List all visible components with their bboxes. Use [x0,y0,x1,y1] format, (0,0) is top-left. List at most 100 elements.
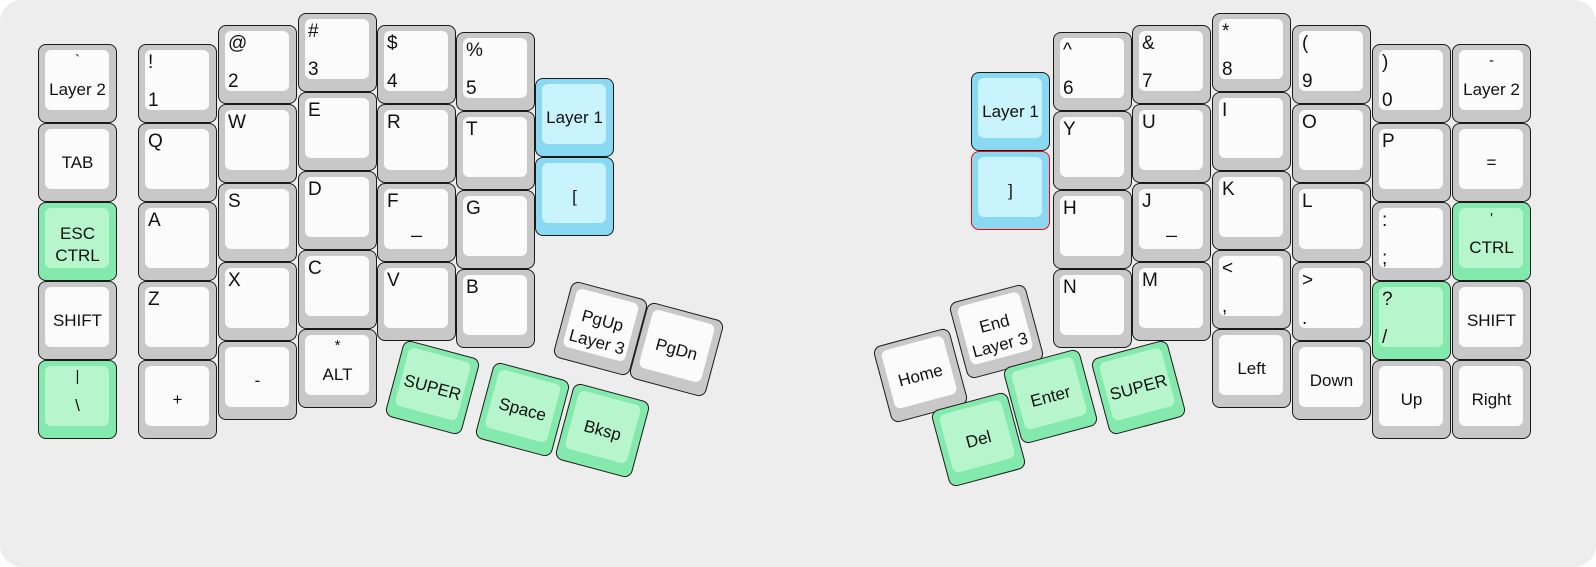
k-g-legend-top: G [466,198,481,219]
k-8-legend-bottom: 8 [1222,59,1233,80]
k-semicolon[interactable]: :; [1372,202,1451,281]
k-z-cap [145,287,209,347]
k-bracket-open-legend-main: [ [572,187,577,206]
k-x[interactable]: X [218,262,297,341]
k-h-cap [1060,196,1124,256]
k-period[interactable]: >. [1292,262,1371,341]
k-f-cap [384,189,448,249]
k-x-cap [225,268,289,328]
k-super-left[interactable]: SUPER [384,339,481,436]
k-bracket-close[interactable]: ] [971,151,1050,230]
k-o[interactable]: O [1292,104,1371,183]
k-h-legend-top: H [1063,198,1077,219]
k-c[interactable]: C [298,250,377,329]
k-alt-legend-top: * [334,337,341,354]
k-r-cap [384,110,448,170]
k-shift-left[interactable]: SHIFT [38,281,117,360]
k-left-arrow-cap [1219,335,1283,395]
k-left-arrow[interactable]: Left [1212,329,1291,408]
k-6[interactable]: ^6 [1053,32,1132,111]
k-m-legend-top: M [1142,270,1158,291]
k-shift-left-cap [45,287,109,347]
k-p[interactable]: P [1372,123,1451,202]
k-m[interactable]: M [1132,262,1211,341]
k-s[interactable]: S [218,183,297,262]
k-up-arrow[interactable]: Up [1372,360,1451,439]
k-comma[interactable]: <, [1212,250,1291,329]
k-right-arrow[interactable]: Right [1452,360,1531,439]
k-2-legend-bottom: 2 [228,71,239,92]
k-space[interactable]: Space [474,361,571,458]
k-3[interactable]: #3 [298,13,377,92]
k-6-legend-bottom: 6 [1063,78,1074,99]
k-down-arrow[interactable]: Down [1292,341,1371,420]
k-tab[interactable]: TAB [38,123,117,202]
k-i-legend-top: I [1222,100,1228,121]
k-j[interactable]: J_ [1132,183,1211,262]
k-slash[interactable]: ?/ [1372,281,1451,360]
k-alt[interactable]: * ALT [298,329,377,408]
k-s-legend-top: S [228,191,241,212]
k-i[interactable]: I [1212,92,1291,171]
k-tab-legend-main: TAB [61,153,94,172]
k-1-cap [145,50,209,110]
k-v[interactable]: V [377,262,456,341]
k-4[interactable]: $4 [377,25,456,104]
k-shift-right[interactable]: SHIFT [1452,281,1531,360]
k-1-legend-bottom: 1 [148,90,159,111]
k-0-cap [1379,50,1443,110]
k-n[interactable]: N [1053,269,1132,348]
k-bracket-close-cap [978,157,1042,217]
k-f[interactable]: F_ [377,183,456,262]
k-7-legend-bottom: 7 [1142,71,1153,92]
k-5[interactable]: %5 [456,32,535,111]
k-k-legend-top: K [1222,179,1235,200]
k-8-cap [1219,19,1283,79]
k-1[interactable]: !1 [138,44,217,123]
k-layer1-left[interactable]: Layer 1 [535,78,614,157]
k-grave-layer2[interactable]: `Layer 2 [38,44,117,123]
k-bracket-open[interactable]: [ [535,157,614,236]
k-up-arrow-legend-main: Up [1400,390,1423,409]
k-g[interactable]: G [456,190,535,269]
k-8[interactable]: *8 [1212,13,1291,92]
k-l-legend-top: L [1302,191,1313,212]
k-j-legend-top: J [1142,191,1152,212]
k-b-legend-top: B [466,277,479,298]
k-bksp[interactable]: Bksp [554,382,651,479]
k-e[interactable]: E [298,92,377,171]
k-plus[interactable]: + [138,360,217,439]
k-b[interactable]: B [456,269,535,348]
k-equals[interactable]: = [1452,123,1531,202]
k-k[interactable]: K [1212,171,1291,250]
k-slash-legend-bottom: / [1382,327,1388,348]
k-0[interactable]: )0 [1372,44,1451,123]
k-7[interactable]: &7 [1132,25,1211,104]
k-d[interactable]: D [298,171,377,250]
k-u[interactable]: U [1132,104,1211,183]
k-r[interactable]: R [377,104,456,183]
k-layer1-left-legend-main: Layer 1 [546,108,603,127]
k-l[interactable]: L [1292,183,1371,262]
k-h[interactable]: H [1053,190,1132,269]
k-pipe-backslash[interactable]: |\ [38,360,117,439]
k-minus-layer2-legend-main: Layer 2 [1463,80,1520,99]
k-minus-left[interactable]: - [218,341,297,420]
k-z[interactable]: Z [138,281,217,360]
k-2[interactable]: @2 [218,25,297,104]
k-y[interactable]: Y [1053,111,1132,190]
k-quote-ctrl[interactable]: 'CTRL [1452,202,1531,281]
k-minus-layer2[interactable]: - Layer 2 [1452,44,1531,123]
k-q[interactable]: Q [138,123,217,202]
k-alt-legend-main: ALT [322,365,353,384]
k-t[interactable]: T [456,111,535,190]
k-a[interactable]: A [138,202,217,281]
k-super-right[interactable]: SUPER [1090,339,1187,436]
k-9[interactable]: (9 [1292,25,1371,104]
k-down-arrow-cap [1299,347,1363,407]
k-w[interactable]: W [218,104,297,183]
k-k-cap [1219,177,1283,237]
k-layer1-right[interactable]: Layer 1 [971,72,1050,151]
k-minus-layer2-legend-top: - [1489,52,1494,69]
